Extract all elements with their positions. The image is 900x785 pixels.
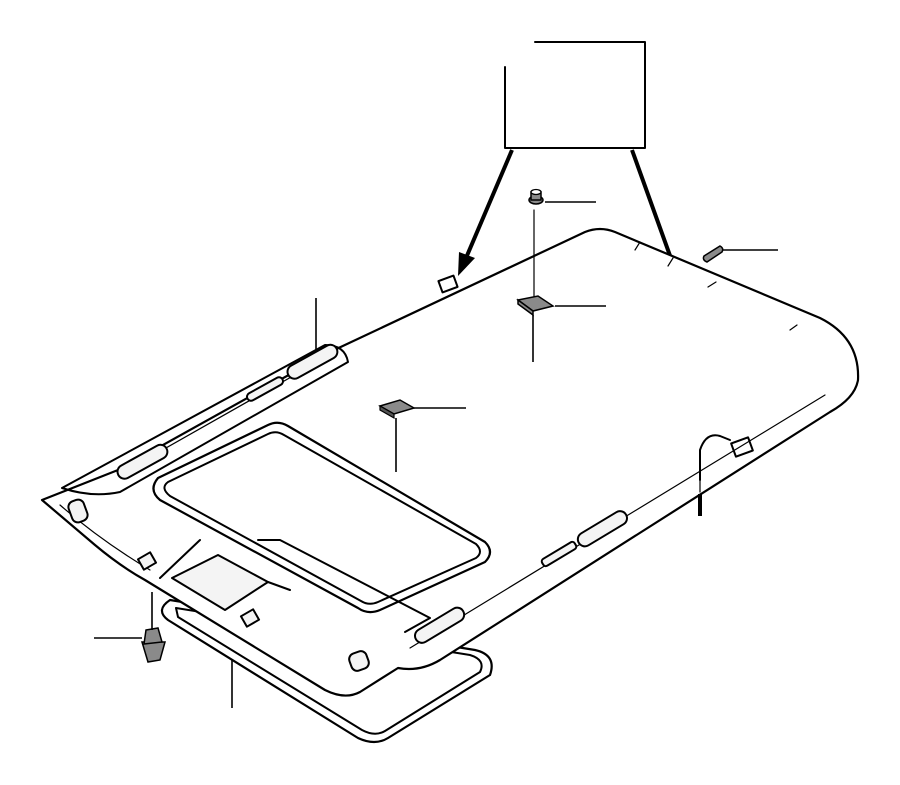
pointer-arrow-left xyxy=(458,149,514,276)
clip-icon xyxy=(140,627,166,663)
grab-handle-recess-right-rear xyxy=(576,510,629,548)
fastener-icon xyxy=(702,245,724,263)
mount-slot-2 xyxy=(239,608,261,628)
rear-bracket-right xyxy=(730,436,754,458)
visor-mount-right xyxy=(348,650,370,672)
rear-bracket-left xyxy=(437,274,459,294)
velcro-pad-icon xyxy=(516,295,555,317)
sunroof-opening xyxy=(136,421,492,633)
grab-handle-recess-left-rear xyxy=(286,343,339,380)
mount-slot-1 xyxy=(136,551,158,571)
pillar-tab xyxy=(699,434,731,481)
headliner-panel xyxy=(40,227,860,697)
velcro-pad-center-icon xyxy=(378,399,416,420)
visor-mount-left xyxy=(67,498,89,524)
reference-label-box xyxy=(504,41,646,149)
grab-handle-recess-left-front xyxy=(116,443,169,480)
push-clip-icon xyxy=(528,188,544,205)
grab-handle-recess-right-front xyxy=(413,606,466,644)
